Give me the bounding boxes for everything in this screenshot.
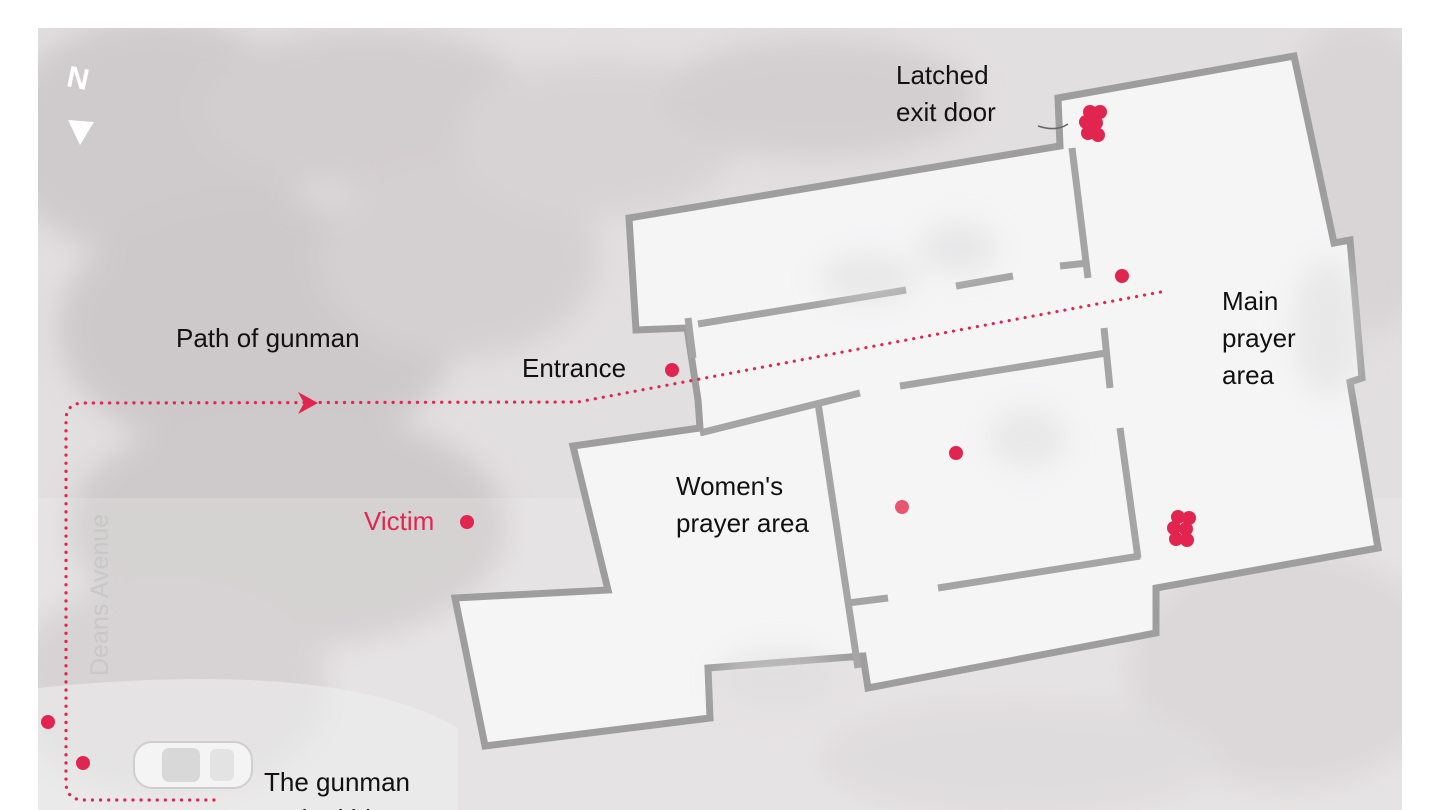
- entrance-label: Entrance: [522, 353, 627, 383]
- victim-dot: [1180, 533, 1194, 547]
- interior-walls: [684, 147, 1142, 669]
- victim-dot: [949, 446, 963, 460]
- deans-avenue-label: Deans Avenue: [86, 513, 114, 676]
- victim-markers: [41, 105, 1196, 770]
- mosque-floor-plan: [450, 51, 1383, 750]
- victim-dot: [1182, 511, 1196, 525]
- victim-dot: [1093, 105, 1107, 119]
- victim-dot: [665, 363, 679, 377]
- path-of-gunman-label: Path of gunman: [176, 323, 360, 353]
- aerial-map: N Latched exit door Main prayer area Pat…: [38, 28, 1402, 810]
- victim-dot: [1115, 269, 1129, 283]
- victim-dot: [1169, 532, 1183, 546]
- gunman-path: [64, 289, 1168, 802]
- victim-dot: [1089, 116, 1103, 130]
- victim-dot: [895, 500, 909, 514]
- womens-prayer-area-label: Women's prayer area: [676, 471, 809, 538]
- victim-legend-label: Victim: [364, 506, 435, 536]
- victim-dot: [1171, 510, 1185, 524]
- victim-dot: [41, 715, 55, 729]
- victim-dot: [460, 515, 474, 529]
- car-icon: [133, 741, 253, 789]
- gunman-car-label: The gunman parked his car: [264, 767, 427, 810]
- victim-dot: [1091, 128, 1105, 142]
- victim-dot: [1179, 522, 1193, 536]
- map-canvas: N: [38, 28, 1402, 810]
- exit-door-swing: [1037, 123, 1069, 130]
- victim-dot: [76, 756, 90, 770]
- latched-exit-door-label: Latched exit door: [896, 60, 996, 127]
- main-prayer-area-label: Main prayer area: [1222, 286, 1296, 390]
- victim-dot: [1167, 521, 1181, 535]
- path-arrowhead: [298, 392, 318, 414]
